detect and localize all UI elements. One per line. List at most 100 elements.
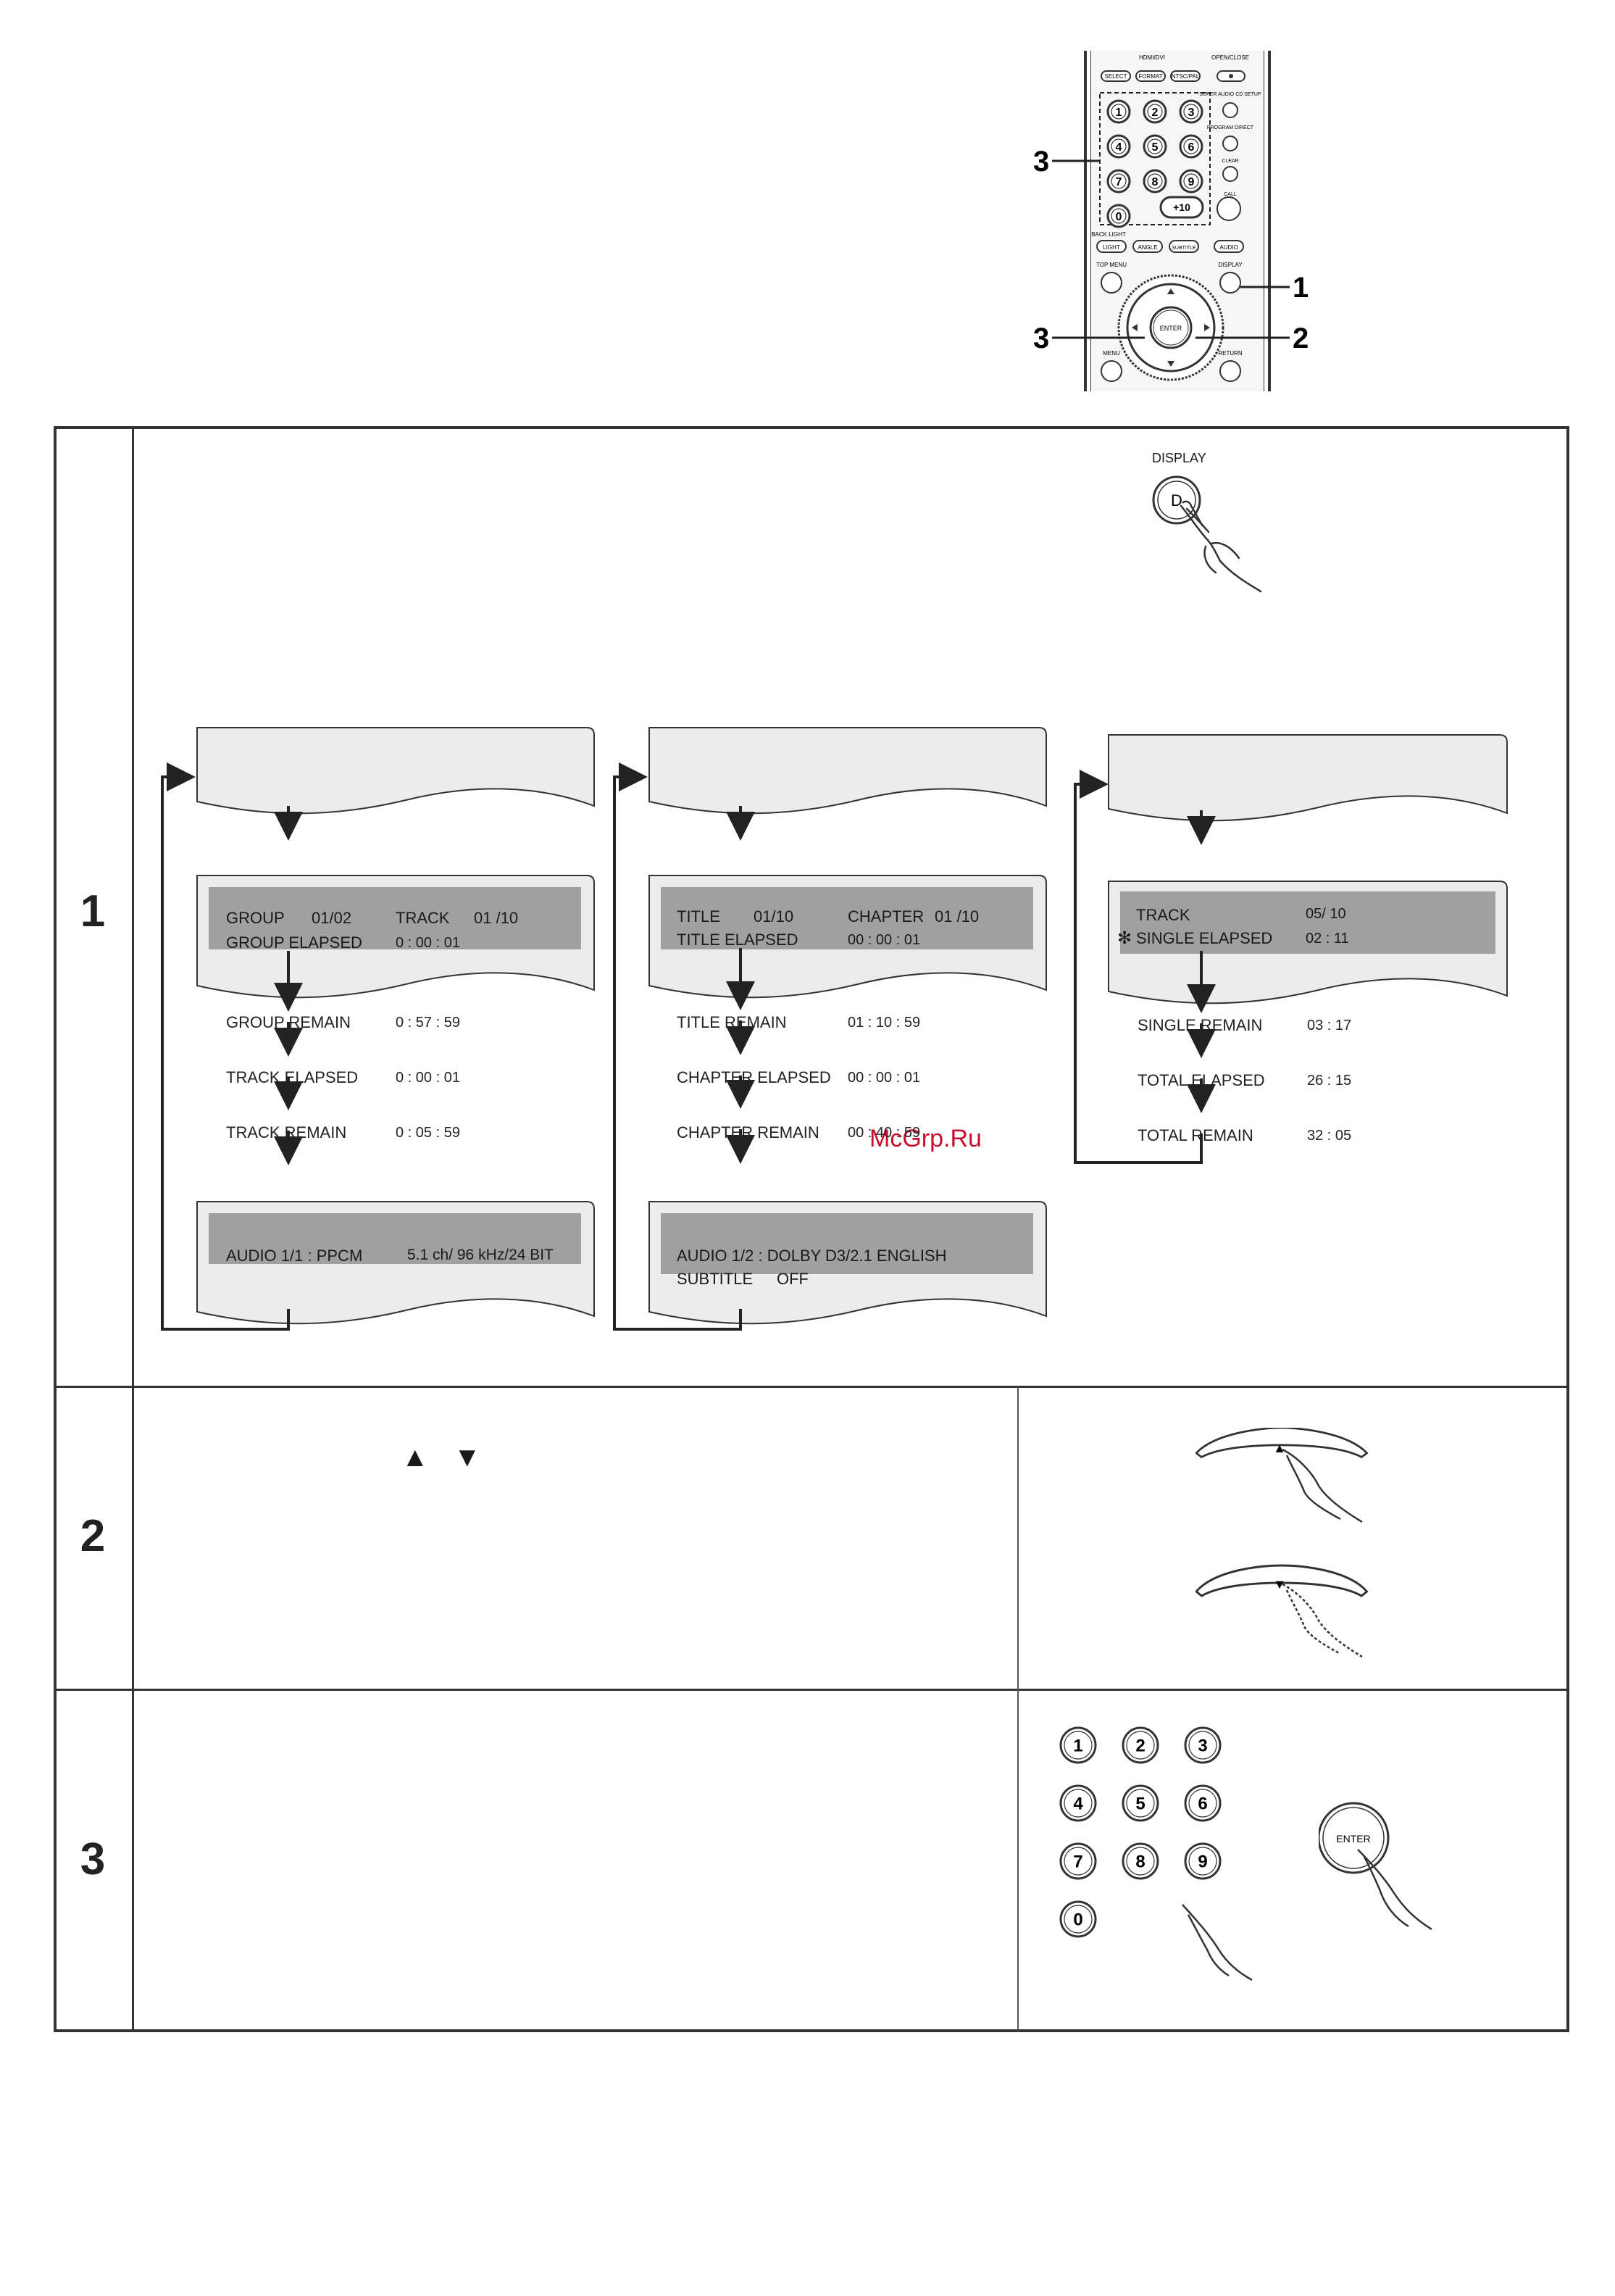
svg-text:LIGHT: LIGHT [1103, 244, 1120, 251]
svg-text:+10: +10 [1173, 201, 1190, 213]
col1-item-value: 0 : 00 : 01 [396, 1070, 460, 1086]
light-button[interactable] [1096, 240, 1127, 253]
numeric-key-3[interactable] [1179, 99, 1203, 124]
col2-screen2-l2a: SUBTITLE [677, 1270, 754, 1288]
numeric-key-label: 1 [1116, 107, 1122, 119]
numeric-key-label: 8 [1152, 176, 1159, 188]
col2-screen1-l1d: 01 /10 [935, 907, 980, 926]
numeric-key-0[interactable] [1059, 1900, 1097, 1938]
cursor-up-button[interactable] [1195, 1428, 1369, 1459]
numeric-key-label: 3 [1188, 107, 1195, 119]
format-button[interactable] [1135, 70, 1166, 82]
program-direct-button[interactable] [1222, 136, 1238, 151]
hdmi-label: HDMI/DVI [1139, 54, 1165, 61]
ntsc-pal-button[interactable] [1170, 70, 1201, 82]
audio-button[interactable] [1214, 240, 1244, 253]
super-audio-button[interactable] [1222, 102, 1238, 118]
svg-text:ENTER: ENTER [1336, 1833, 1370, 1844]
col1-screen1-l1b: 01/02 [312, 909, 352, 927]
col1-item-value: 0 : 57 : 59 [396, 1015, 460, 1031]
numeric-key-7[interactable] [1106, 169, 1131, 194]
svg-text:▲: ▲ [1273, 1441, 1286, 1455]
col3-item-value: 03 : 17 [1307, 1018, 1352, 1033]
return-button[interactable] [1219, 360, 1241, 382]
col2-screen1-l1c: CHAPTER [848, 907, 925, 926]
numeric-key-ring [1183, 138, 1199, 154]
col2-item-value: 01 : 10 : 59 [848, 1015, 921, 1031]
col1-screen2-l1a: AUDIO 1/1 : PPCM [226, 1247, 363, 1265]
numeric-key-6[interactable] [1184, 1784, 1222, 1822]
cursor-down-button[interactable] [1195, 1564, 1369, 1597]
step-number-2: 2 [80, 1511, 106, 1561]
numeric-key-8[interactable] [1122, 1842, 1159, 1880]
col3-screen1-l2a: SINGLE ELAPSED [1136, 929, 1273, 947]
numeric-key-ring [1111, 104, 1127, 120]
top-menu-button[interactable] [1101, 272, 1122, 294]
enter-button[interactable] [1319, 1802, 1390, 1874]
col3-screen1-l1b: 05/ 10 [1306, 906, 1346, 922]
subtitle-button[interactable] [1169, 240, 1199, 253]
numeric-key-ring [1147, 138, 1163, 154]
numeric-key-4[interactable] [1059, 1784, 1097, 1822]
numeric-key-label: 6 [1188, 141, 1195, 154]
col2-screen2-l2b: OFF [777, 1270, 809, 1288]
numeric-key-1[interactable] [1059, 1726, 1097, 1764]
col1-screen2-l1b: 5.1 ch/ 96 kHz/24 BIT [407, 1247, 554, 1263]
display-button-press-illustration: D [1152, 475, 1262, 593]
up-symbol: ▲ [401, 1442, 429, 1473]
select-button[interactable] [1101, 70, 1131, 82]
plus10-button[interactable] [1159, 196, 1204, 219]
col2-item-value: 00 : 40 : 59 [848, 1125, 921, 1141]
svg-text:PROGRAM DIRECT: PROGRAM DIRECT [1207, 125, 1254, 130]
numeric-key-2[interactable] [1122, 1726, 1159, 1764]
row-divider-1 [55, 1386, 1568, 1388]
enter-button[interactable] [1149, 306, 1193, 349]
numeric-key-8[interactable] [1143, 169, 1167, 194]
numeric-key-9[interactable] [1179, 169, 1203, 194]
numeric-key-6[interactable] [1179, 134, 1203, 159]
callout-enter: 3 [1033, 323, 1049, 354]
numeric-key-1[interactable] [1106, 99, 1131, 124]
col2-screen1-l1a: TITLE [677, 907, 720, 926]
numeric-key-label: 8 [1135, 1852, 1145, 1872]
col3-item-label: SINGLE REMAIN [1138, 1016, 1263, 1034]
numeric-key-label: 3 [1198, 1736, 1207, 1756]
svg-text:ENTER: ENTER [1160, 325, 1182, 332]
numeric-key-0[interactable] [1106, 204, 1131, 228]
display-button[interactable] [1219, 272, 1241, 294]
col1-screen1-l1c: TRACK [396, 909, 450, 927]
numeric-key-5[interactable] [1122, 1784, 1159, 1822]
svg-text:MENU: MENU [1103, 350, 1120, 357]
col2-screen1-l1b: 01/10 [754, 907, 794, 926]
numeric-key-label: 2 [1135, 1736, 1145, 1756]
angle-button[interactable] [1132, 240, 1163, 253]
svg-text:FORMAT: FORMAT [1138, 73, 1162, 80]
numeric-key-7[interactable] [1059, 1842, 1097, 1880]
numeric-key-label: 9 [1198, 1852, 1207, 1872]
col3-item-label: TOTAL REMAIN [1138, 1126, 1253, 1144]
clear-button[interactable] [1222, 166, 1238, 182]
numeric-key-2[interactable] [1143, 99, 1167, 124]
numeric-key-ring [1188, 1847, 1217, 1876]
numeric-key-9[interactable] [1184, 1842, 1222, 1880]
numeric-key-ring [1111, 208, 1127, 224]
numeric-key-3[interactable] [1184, 1726, 1222, 1764]
col1-item-label: TRACK ELAPSED [226, 1068, 359, 1086]
numeric-key-4[interactable] [1106, 134, 1131, 159]
svg-text:CALL: CALL [1224, 192, 1237, 197]
numeric-key-ring [1126, 1789, 1155, 1818]
numeric-key-label: 2 [1152, 107, 1159, 119]
numeric-key-ring [1188, 1731, 1217, 1760]
col1-screen1-l1a: GROUP [226, 909, 285, 927]
numeric-key-ring [1111, 138, 1127, 154]
col1-item-label: TRACK REMAIN [226, 1123, 347, 1141]
numeric-key-ring [1064, 1847, 1093, 1876]
down-symbol: ▼ [454, 1442, 481, 1473]
numeric-key-ring [1183, 173, 1199, 189]
col2-screen1-l2a: TITLE ELAPSED [677, 931, 798, 949]
numeric-key-label: 7 [1116, 176, 1122, 188]
numeric-key-5[interactable] [1143, 134, 1167, 159]
menu-button[interactable] [1101, 360, 1122, 382]
remote-misc-button[interactable] [1217, 196, 1241, 221]
